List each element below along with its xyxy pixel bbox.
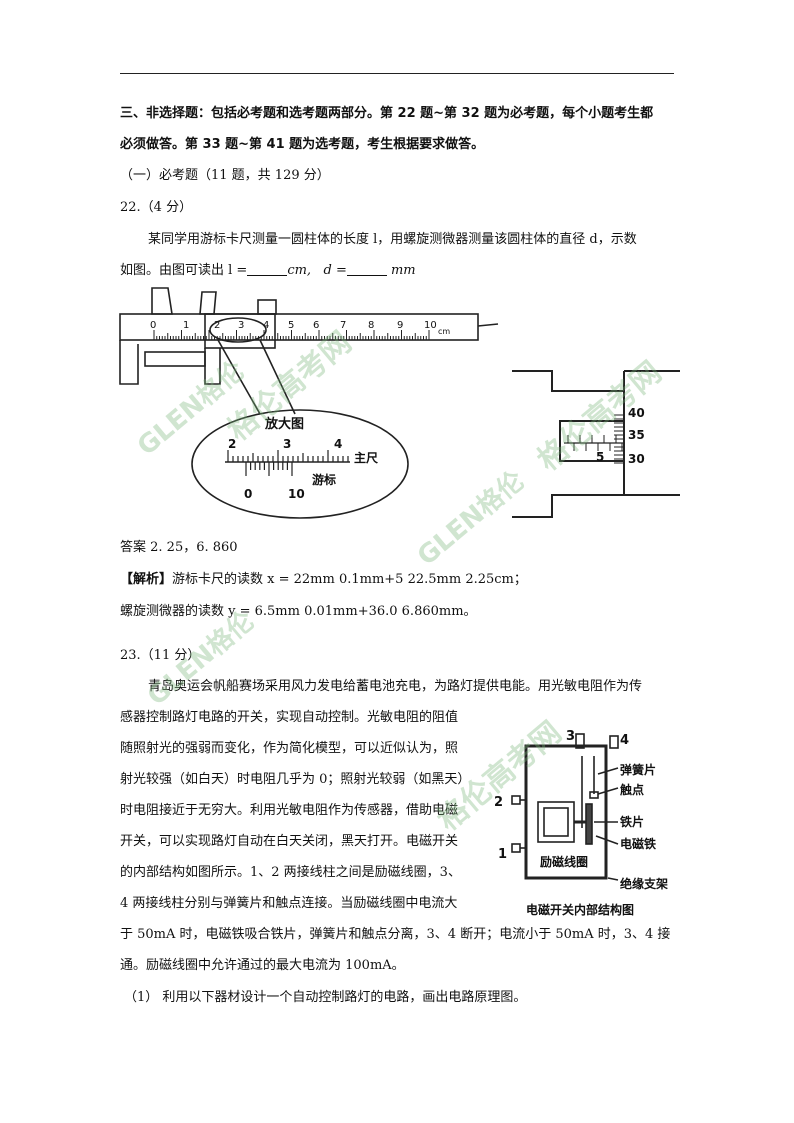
- micrometer-figure: 40 35 30 5: [512, 370, 680, 518]
- caliper-depth-rod: [144, 351, 206, 367]
- q23-line4: 时电阻接近于无穷大。利用光敏电阻作为传感器，借助电磁: [120, 803, 459, 818]
- analysis-label: 【解析】: [120, 572, 173, 587]
- q22-text1: 某同学用游标卡尺测量一圆柱体的长度 l，用螺旋测微器测量该圆柱体的直径 d，示数: [148, 232, 637, 247]
- section-sub: （一）必考题（11 题，共 129 分）: [120, 168, 330, 183]
- q23-line1: 感器控制路灯电路的开关，实现自动控制。光敏电阻的阻值: [120, 710, 459, 725]
- label-iron: 铁片: [620, 814, 644, 829]
- zoom-ellipse: [191, 409, 409, 519]
- label-terminal-4: 4: [620, 733, 629, 748]
- caliper-main-beam: [119, 313, 479, 341]
- label-terminal-1: 1: [498, 847, 507, 862]
- label-terminal-3: 3: [566, 729, 575, 744]
- mic-35: 35: [628, 428, 645, 442]
- zoom-vernier-0: 0: [244, 487, 252, 501]
- main-tick-6: 6: [313, 320, 319, 331]
- main-tick-10: 10: [424, 320, 437, 331]
- main-tick-0: 0: [150, 320, 156, 331]
- zoom-title: 放大图: [264, 416, 304, 432]
- q23-line6: 的内部结构如图所示。1、2 两接线柱之间是励磁线圈，3、: [120, 865, 461, 880]
- q22-analysis1: 【解析】游标卡尺的读数 x = 22mm 0.1mm+5 22.5mm 2.25…: [120, 570, 527, 590]
- main-tick-5: 5: [288, 320, 294, 331]
- main-tick-1: 1: [183, 320, 189, 331]
- terminal-2-post: [511, 795, 521, 805]
- main-tick-9: 9: [397, 320, 403, 331]
- main-tick-4: 4: [263, 320, 269, 331]
- label-support: 绝缘支架: [620, 876, 668, 891]
- zoom-main-3: 3: [283, 437, 291, 451]
- unit-d: mm: [390, 263, 416, 278]
- zoom-main-2: 2: [228, 437, 236, 451]
- d-eq: d =: [323, 263, 347, 278]
- blank-l: [247, 261, 288, 276]
- section-heading-line2: 必须做答。第 33 题~第 41 题为选考题，考生根据要求做答。: [120, 137, 485, 152]
- mic-sleeve-5: 5: [596, 450, 604, 464]
- micrometer-sleeve: [559, 420, 625, 462]
- zoom-circle: [209, 317, 267, 343]
- q22-answer: 答案 2. 25，6. 860: [120, 540, 238, 555]
- label-coil: 励磁线圈: [540, 854, 588, 869]
- zoom-main-4: 4: [334, 437, 342, 451]
- caliper-screw: [257, 299, 277, 315]
- top-rule: [120, 73, 674, 74]
- label-contact: 触点: [620, 782, 644, 797]
- main-tick-8: 8: [368, 320, 374, 331]
- main-unit: cm: [438, 327, 450, 336]
- em-switch-figure: 3 4 2 1 弹簧片 触点 铁片 电磁铁 励磁线圈 绝缘支架 电磁开关内部结构…: [494, 729, 668, 917]
- terminal-4-post: [609, 735, 619, 749]
- figure-caption: 电磁开关内部结构图: [526, 902, 634, 917]
- q23-sub1: （1） 利用以下器材设计一个自动控制路灯的电路，画出电路原理图。: [124, 990, 527, 1005]
- blank-d: [346, 261, 387, 276]
- q23-line9: 通。励磁线圈中允许通过的最大电流为 100mA。: [120, 958, 405, 973]
- zoom-main-label: 主尺: [354, 450, 378, 465]
- q23-line2: 随照射光的强弱而变化，作为简化模型，可以近似认为，照: [120, 741, 459, 756]
- label-magnet: 电磁铁: [620, 836, 656, 851]
- q23-line5: 开关，可以实现路灯自动在白天关闭，黑天打开。电磁开关: [120, 834, 459, 849]
- zoom-vernier-10: 10: [288, 487, 305, 501]
- vernier-caliper-figure: 0 1 2 3 4 5 6 7 8 9 10 cm 放大图 2 3 4 主尺 0…: [119, 287, 499, 519]
- iron-plate: [585, 803, 593, 845]
- main-tick-3: 3: [238, 320, 244, 331]
- q23-line3: 射光较强（如白天）时电阻几乎为 0；照射光较弱（如黑天）: [120, 772, 471, 787]
- main-tick-2: 2: [214, 320, 220, 331]
- contact-point: [589, 791, 599, 799]
- analysis1-text: 游标卡尺的读数 x = 22mm 0.1mm+5 22.5mm 2.25cm；: [172, 572, 527, 587]
- label-spring: 弹簧片: [620, 762, 656, 777]
- q23-line0: 青岛奥运会帆船赛场采用风力发电给蓄电池充电，为路灯提供电能。用光敏电阻作为传: [148, 679, 643, 694]
- label-terminal-2: 2: [494, 795, 503, 810]
- q22-text2-a: 如图。由图可读出 l =: [120, 263, 248, 278]
- insulated-support: [524, 744, 608, 880]
- caliper-vernier-slider: [204, 313, 276, 349]
- zoom-vernier-label: 游标: [312, 472, 336, 487]
- mic-40: 40: [628, 406, 645, 420]
- q23-number: 23.（11 分）: [120, 648, 201, 663]
- terminal-3-post: [575, 733, 585, 749]
- mic-30: 30: [628, 452, 645, 466]
- unit-l: cm,: [287, 263, 312, 278]
- coil-core: [543, 807, 569, 837]
- q23-line8: 于 50mA 时，电磁铁吸合铁片，弹簧片和触点分离，3、4 断开；电流小于 50…: [120, 927, 671, 942]
- q23-line7: 4 两接线柱分别与弹簧片和触点连接。当励磁线圈中电流大: [120, 896, 458, 911]
- q22-text2: 如图。由图可读出 l = cm, d = mm: [120, 261, 416, 281]
- caliper-moving-jaw: [199, 291, 217, 315]
- q22-number: 22.（4 分）: [120, 200, 193, 215]
- q22-analysis2: 螺旋测微器的读数 y = 6.5mm 0.01mm+36.0 6.860mm。: [120, 604, 477, 619]
- caliper-fixed-jaw: [151, 287, 173, 315]
- terminal-1-post: [511, 843, 521, 853]
- caliper-lower-left: [119, 340, 139, 385]
- section-heading-line1: 三、非选择题：包括必考题和选考题两部分。第 22 题~第 32 题为必考题，每个…: [120, 106, 654, 121]
- main-tick-7: 7: [340, 320, 346, 331]
